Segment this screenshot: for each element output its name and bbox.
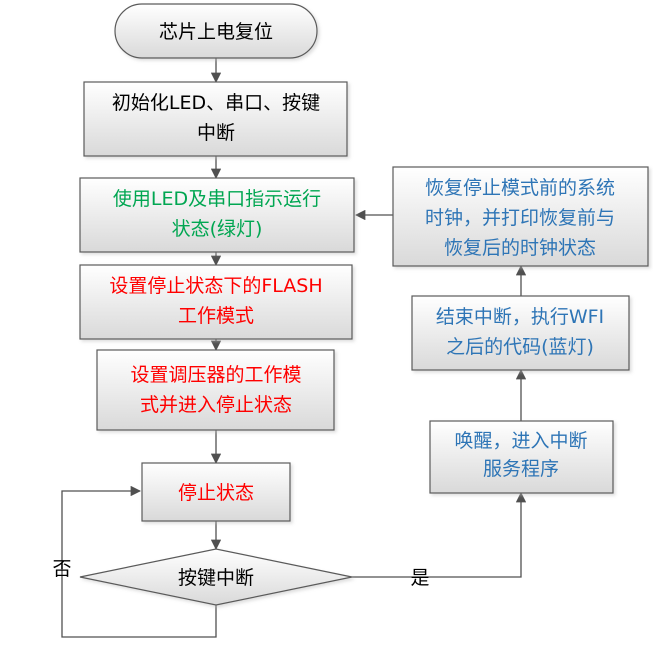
restore-line-2: 时钟，并打印恢复前与 (425, 207, 615, 229)
indicate-line-1: 使用LED及串口指示运行 (113, 188, 321, 210)
regulator-label: 设置调压器的工作模式并进入停止状态 (130, 364, 301, 416)
stop-line-1: 停止状态 (178, 482, 254, 504)
start-terminator (114, 3, 318, 59)
endirq-box (411, 295, 630, 371)
wake-label: 唤醒，进入中断服务程序 (454, 430, 587, 480)
flash-line-1: 设置停止状态下的FLASH (109, 275, 322, 297)
init-label: 初始化LED、串口、按键中断 (112, 92, 320, 144)
wake-line-1: 唤醒，进入中断 (454, 430, 587, 452)
flash-line-2: 工作模式 (178, 305, 254, 327)
restore-line-3: 恢复后的时钟状态 (444, 237, 596, 259)
init-line-2: 中断 (197, 122, 235, 144)
end_irq-line-1: 结束中断，执行WFI (436, 306, 604, 328)
key-line-1: 按键中断 (178, 567, 254, 589)
restore-line-1: 恢复停止模式前的系统 (425, 177, 615, 199)
regulator-line-2: 式并进入停止状态 (140, 394, 292, 416)
flash-box (79, 264, 353, 340)
start-line-1: 芯片上电复位 (159, 21, 273, 43)
wake-line-2: 服务程序 (483, 458, 559, 480)
key-label: 按键中断 (178, 567, 254, 589)
init-box (83, 81, 348, 157)
indicate-box (79, 177, 355, 253)
regulator-line-1: 设置调压器的工作模 (130, 364, 301, 386)
init-line-1: 初始化LED、串口、按键 (112, 92, 320, 114)
regulator-box (96, 349, 335, 431)
wake-box (429, 420, 614, 494)
stop-label: 停止状态 (178, 482, 254, 504)
restore-label: 恢复停止模式前的系统时钟，并打印恢复前与恢复后的时钟状态 (425, 177, 615, 259)
indicate-line-2: 状态(绿灯) (172, 218, 263, 240)
start-label: 芯片上电复位 (159, 21, 273, 43)
yes-label: 是 (410, 567, 429, 589)
no-label: 否 (52, 558, 71, 580)
edge-key-yes-wake (352, 491, 527, 578)
key-decision (79, 548, 353, 606)
restore-box (392, 166, 649, 267)
stop-box (141, 462, 291, 522)
edge-key-no-loop (61, 485, 217, 638)
flash-label: 设置停止状态下的FLASH 工作模式 (109, 275, 322, 327)
endirq-label: 结束中断，执行WFI 之后的代码(蓝灯) (436, 306, 604, 358)
end_irq-line-2: 之后的代码(蓝灯) (446, 336, 594, 358)
indicate-label: 使用LED及串口指示运行状态(绿灯) (113, 188, 321, 240)
